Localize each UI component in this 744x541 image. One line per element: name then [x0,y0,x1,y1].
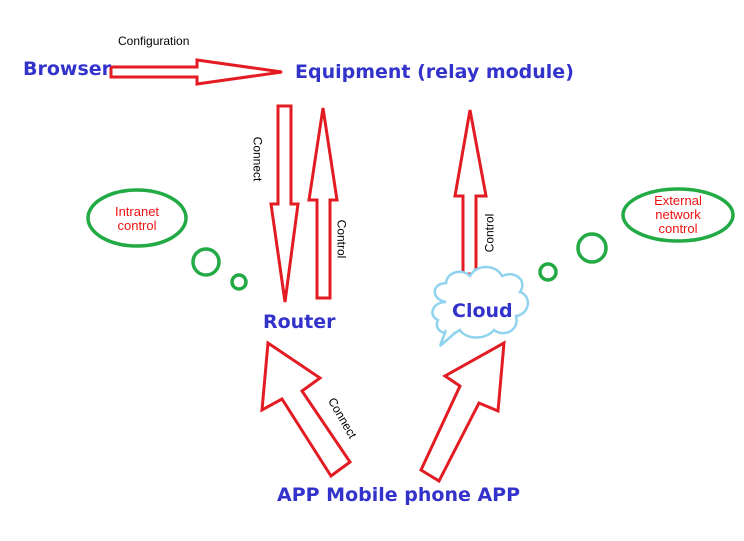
connect-down-arrow [269,104,300,303]
cloud-shape [431,265,529,347]
external-bubble-dot-small [538,262,558,282]
connect-down-label: Connect [250,136,265,182]
connect-app-router-arrow [260,340,353,479]
cloud-control-arrow [453,109,488,276]
external-bubble [621,187,735,243]
intranet-bubble [86,188,188,248]
control-up-label: Control [334,219,349,259]
equipment-node: Equipment (relay module) [295,61,574,83]
cloud-control-label: Control [482,213,497,253]
intranet-bubble-dot-small [230,273,248,291]
control-up-arrow [307,107,339,300]
app-node: APP Mobile phone APP [277,484,521,506]
browser-node: Browser [23,58,112,80]
external-bubble-text: External network control [654,193,702,236]
intranet-bubble-text: Intranet control [114,204,160,233]
app-cloud-arrow [419,340,506,484]
external-bubble-dot-large [576,232,608,264]
configuration-arrow [109,58,283,86]
configuration-label: Configuration [118,34,190,48]
intranet-bubble-dot-large [191,247,221,277]
cloud-node: Cloud [452,300,513,322]
router-node: Router [263,311,336,333]
